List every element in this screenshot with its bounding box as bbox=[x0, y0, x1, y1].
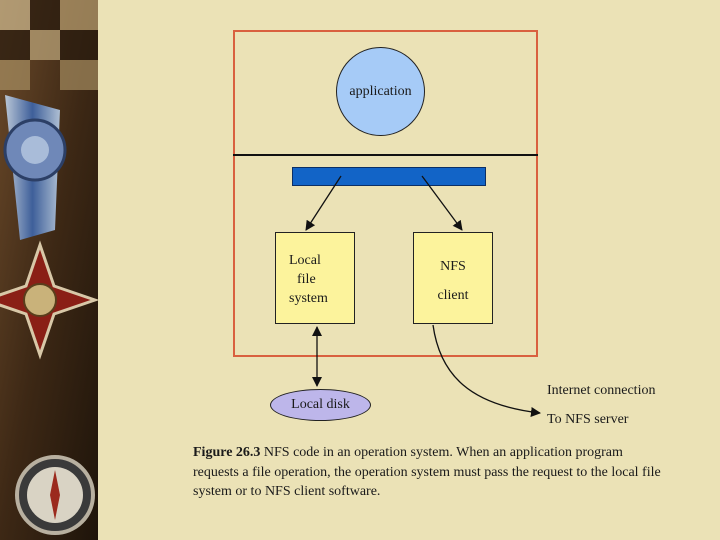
local-disk-node: Local disk bbox=[270, 389, 371, 421]
nfs-client-box: NFS client bbox=[413, 232, 493, 324]
arrow-bar-to-local-fs bbox=[305, 175, 342, 231]
system-call-bar bbox=[292, 167, 486, 186]
arrow-bar-to-nfs bbox=[421, 175, 463, 231]
local-file-system-box: Local file system bbox=[275, 232, 355, 324]
local-fs-line-3: system bbox=[289, 291, 328, 306]
caption-text: NFS code in an operation system. When an… bbox=[193, 445, 661, 499]
figure-caption: Figure 26.3 NFS code in an operation sys… bbox=[193, 443, 663, 502]
arrow-nfs-to-server bbox=[432, 324, 541, 417]
caption-label: Figure 26.3 bbox=[193, 445, 261, 460]
host-boundary-frame bbox=[233, 30, 538, 357]
to-nfs-server-label: To NFS server bbox=[547, 412, 629, 427]
user-kernel-divider bbox=[233, 154, 538, 156]
local-fs-line-1: Local bbox=[289, 253, 321, 268]
application-node: application bbox=[336, 47, 425, 136]
nfs-line-1: NFS bbox=[440, 259, 466, 274]
internet-connection-label: Internet connection bbox=[547, 383, 656, 398]
nfs-line-2: client bbox=[437, 288, 469, 303]
local-disk-label: Local disk bbox=[291, 397, 350, 412]
local-fs-line-2: file bbox=[297, 272, 316, 287]
application-label: application bbox=[349, 83, 412, 99]
decorative-medal-photo bbox=[0, 0, 98, 540]
